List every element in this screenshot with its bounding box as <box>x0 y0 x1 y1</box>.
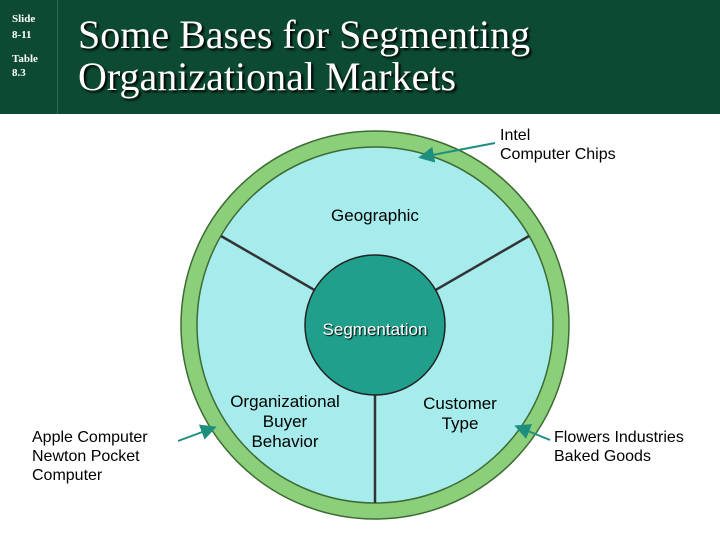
center-label: Segmentation <box>322 320 428 339</box>
example-flowers-line-1: Flowers Industries <box>554 429 684 446</box>
example-intel-line-2: Computer Chips <box>500 146 616 163</box>
arrow-intel <box>418 142 496 163</box>
slide-table-label: Slide 8-11 Table 8.3 <box>0 0 58 114</box>
example-apple-line-1: Apple Computer <box>32 429 148 446</box>
segment-left-line-1: Organizational <box>230 392 340 411</box>
table-label: Table <box>12 53 38 65</box>
header-bar <box>0 0 720 114</box>
slide-label: Slide <box>12 13 36 25</box>
segment-organizational-buyer-behavior: Organizational Buyer Behavior <box>200 392 370 452</box>
segment-left-line-3: Behavior <box>251 432 319 451</box>
arrow-apple <box>177 424 217 442</box>
example-intel-line-1: Intel <box>500 127 531 144</box>
segment-geographic: Geographic <box>331 206 419 225</box>
example-intel: Intel Computer Chips <box>500 126 710 164</box>
segment-right-line-1: Customer <box>423 394 497 413</box>
title-line-2: Organizational Markets <box>78 54 457 99</box>
segment-customer-type: Customer Type <box>395 394 525 434</box>
example-flowers-line-2: Baked Goods <box>554 448 651 465</box>
arrow-flowers <box>514 424 551 441</box>
title-line-1: Some Bases for Segmenting <box>78 12 531 57</box>
segment-right-line-2: Type <box>441 414 479 433</box>
center-circle <box>304 254 446 396</box>
page-title: Some Bases for Segmenting Organizational… <box>78 14 698 98</box>
slide-number: 8-11 <box>12 29 32 41</box>
example-apple-line-3: Computer <box>32 467 103 484</box>
example-apple: Apple Computer Newton Pocket Computer <box>32 428 192 485</box>
segment-left-line-2: Buyer <box>262 412 308 431</box>
table-number: 8.3 <box>12 67 26 79</box>
example-apple-line-2: Newton Pocket <box>32 448 140 465</box>
example-flowers: Flowers Industries Baked Goods <box>554 428 718 466</box>
